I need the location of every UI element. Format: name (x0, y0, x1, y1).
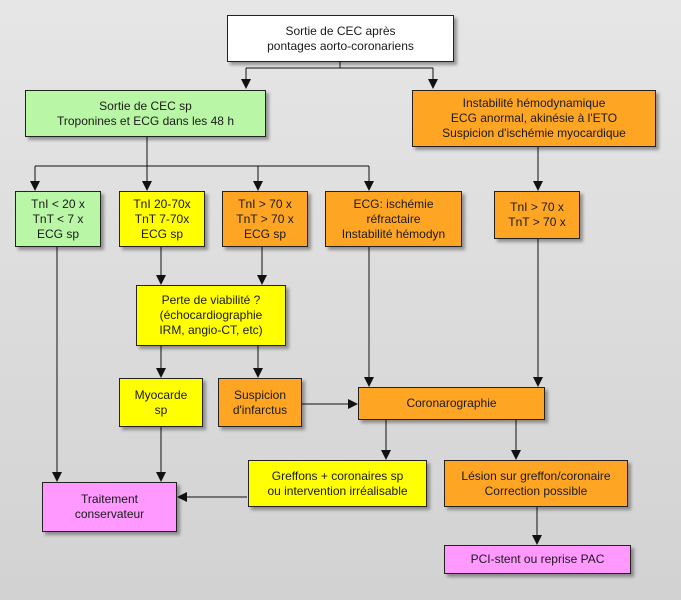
node-myocarde-line-2: sp (154, 402, 168, 417)
node-conservative-line-1: Traitement (81, 492, 138, 506)
node-instability-line-3: Suspicion d'ischémie myocardique (442, 126, 626, 140)
node-start-line-1: Sortie de CEC après (285, 23, 396, 38)
node-ecg-ischemia: ECG: ischémie réfractaire Instabilité hé… (325, 191, 462, 247)
node-tn-high-line-3: ECG sp (243, 226, 286, 241)
node-grafts-sp: Greffons + coronaires sp ou intervention… (248, 460, 427, 507)
node-viability-line-3: IRM, angio-CT, etc) (159, 323, 263, 337)
node-lesion-line-2: Correction possible (484, 483, 588, 498)
node-exit-sp: Sortie de CEC sp Troponines et ECG dans … (25, 90, 266, 137)
node-viability-line-1: Perte de viabilité ? (161, 293, 261, 307)
node-tn-high-unstable: TnI > 70 x TnT > 70 x (494, 191, 580, 239)
node-lesion-line-1: Lésion sur greffon/coronaire (461, 468, 611, 483)
node-tn-mid: TnI 20-70x TnT 7-70x ECG sp (119, 191, 205, 247)
node-tn-mid-line-2: TnT 7-70x (134, 211, 190, 226)
node-tn-high-unstable-line-2: TnT > 70 x (508, 215, 566, 229)
node-conservative: Traitement conservateur (42, 482, 177, 532)
node-infarctus: Suspicion d'infarctus (218, 378, 302, 427)
node-pci-label: PCI-stent ou reprise PAC (470, 552, 605, 566)
node-myocarde: Myocarde sp (119, 378, 203, 427)
node-tn-low-line-2: TnT < 7 x (32, 211, 84, 226)
node-tn-high-line-2: TnT > 70 x (236, 211, 294, 226)
node-exit-sp-line-1: Sortie de CEC sp (99, 98, 192, 113)
node-start-line-2: pontages aorto-coronariens (267, 38, 414, 53)
node-tn-low-line-1: TnI < 20 x (31, 196, 85, 211)
node-viability: Perte de viabilité ? (échocardiographie … (136, 285, 286, 346)
node-instability-line-1: Instabilité hémodynamique (462, 96, 606, 110)
node-instability: Instabilité hémodynamique ECG anormal, a… (412, 90, 656, 147)
node-infarctus-line-2: d'infarctus (232, 402, 288, 417)
node-ecg-ischemia-line-3: Instabilité hémodyn (341, 226, 446, 241)
node-viability-line-2: (échocardiographie (159, 308, 263, 322)
node-lesion: Lésion sur greffon/coronaire Correction … (444, 460, 628, 507)
node-grafts-sp-line-2: ou intervention irréalisable (267, 483, 408, 498)
node-tn-low-line-3: ECG sp (36, 226, 79, 241)
node-conservative-line-2: conservateur (74, 507, 145, 521)
node-tn-high-line-1: TnI > 70 x (238, 196, 292, 211)
node-start: Sortie de CEC après pontages aorto-coron… (227, 15, 454, 62)
node-ecg-ischemia-line-2: réfractaire (366, 211, 421, 226)
node-myocarde-line-1: Myocarde (134, 387, 188, 402)
node-infarctus-line-1: Suspicion (233, 387, 287, 402)
node-coronarography: Coronarographie (358, 387, 545, 420)
node-ecg-ischemia-line-1: ECG: ischémie (353, 196, 434, 211)
node-tn-high-unstable-line-1: TnI > 70 x (510, 200, 564, 214)
node-coronarography-label: Coronarographie (406, 396, 497, 410)
node-grafts-sp-line-1: Greffons + coronaires sp (271, 468, 404, 483)
node-instability-line-2: ECG anormal, akinésie à l'ETO (450, 111, 618, 125)
node-tn-mid-line-1: TnI 20-70x (133, 196, 191, 211)
node-exit-sp-line-2: Troponines et ECG dans les 48 h (57, 113, 234, 128)
node-tn-high: TnI > 70 x TnT > 70 x ECG sp (222, 191, 308, 247)
node-tn-mid-line-3: ECG sp (140, 226, 183, 241)
node-pci: PCI-stent ou reprise PAC (444, 545, 631, 574)
node-tn-low: TnI < 20 x TnT < 7 x ECG sp (15, 191, 101, 247)
